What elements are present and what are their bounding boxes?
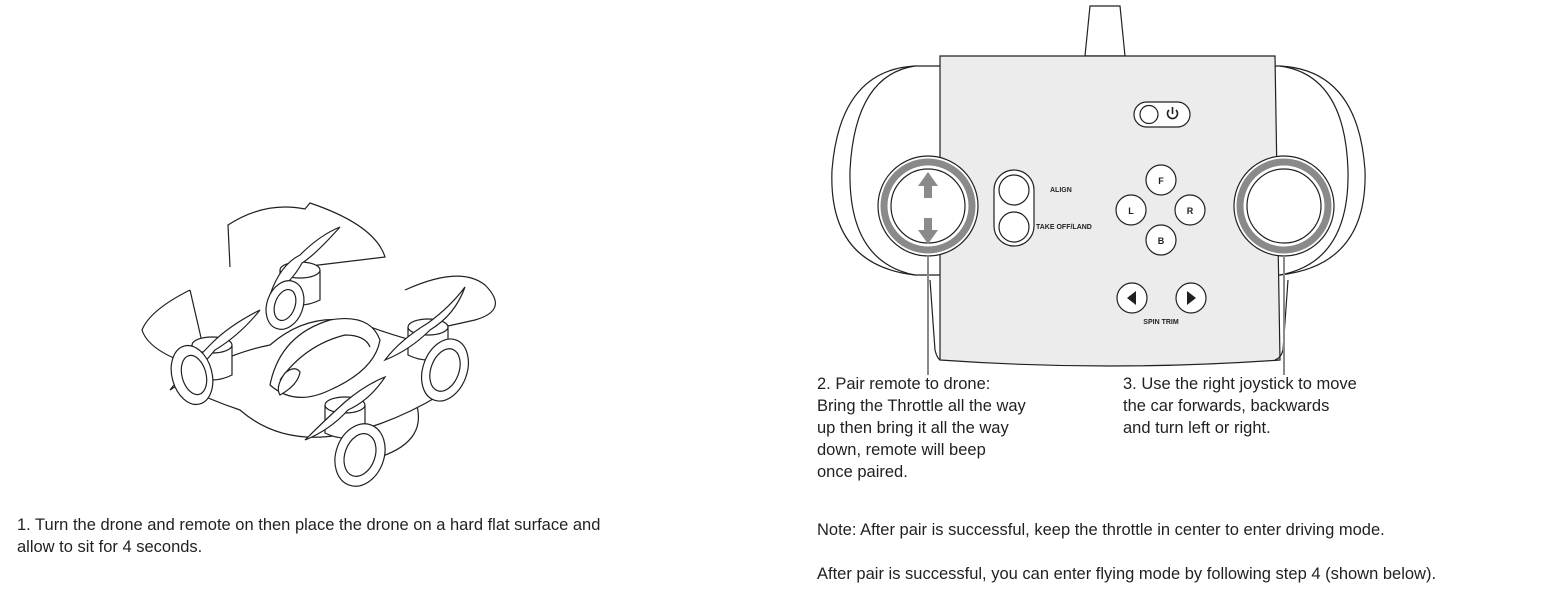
drone-nose-light xyxy=(277,368,301,396)
align-label: ALIGN xyxy=(1050,187,1072,194)
step-3-instruction: 3. Use the right joystick to move the ca… xyxy=(1123,375,1357,437)
prop-guard-right xyxy=(404,275,496,331)
pairing-note-line-1: Note: After pair is successful, keep the… xyxy=(817,521,1385,539)
spin-trim-label: SPIN TRIM xyxy=(1143,319,1179,326)
right-button[interactable]: R xyxy=(1174,194,1206,226)
prop-guard-top xyxy=(227,202,386,268)
back-button[interactable]: B xyxy=(1145,224,1177,256)
right-label: R xyxy=(1187,206,1194,216)
propeller-right xyxy=(383,286,466,362)
throttle-up-arrow-icon xyxy=(918,172,938,198)
wheel-top xyxy=(265,280,305,330)
wheel-left xyxy=(170,344,214,406)
forward-label: F xyxy=(1158,176,1164,186)
takeoff-land-button[interactable] xyxy=(998,211,1030,243)
remote-controller: ALIGN TAKE OFF/LAND F L R B SPIN xyxy=(831,5,1366,375)
step-2-instruction: 2. Pair remote to drone: Bring the Throt… xyxy=(817,375,1026,481)
spin-trim-left-button[interactable] xyxy=(1116,282,1148,314)
throttle-down-arrow-icon xyxy=(918,218,938,244)
left-button[interactable]: L xyxy=(1115,194,1147,226)
direction-pad: F L R B xyxy=(1115,164,1206,256)
takeoff-land-label: TAKE OFF/LAND xyxy=(1036,224,1092,231)
forward-button[interactable]: F xyxy=(1145,164,1177,196)
align-takeoff-button-group: ALIGN TAKE OFF/LAND xyxy=(993,169,1092,247)
spin-trim-controls: SPIN TRIM xyxy=(1116,282,1207,326)
step-1-instruction: 1. Turn the drone and remote on then pla… xyxy=(17,516,601,556)
propeller-bottom xyxy=(304,375,387,441)
pairing-note-line-2: After pair is successful, you can enter … xyxy=(817,565,1437,583)
back-label: B xyxy=(1158,236,1165,246)
wheel-bottom xyxy=(334,423,386,487)
triangle-right-icon xyxy=(1187,291,1196,305)
left-grip xyxy=(849,65,916,276)
right-joystick-drive[interactable] xyxy=(1233,155,1335,257)
drone-illustration xyxy=(141,202,496,487)
left-joystick-throttle[interactable] xyxy=(877,155,979,257)
pairing-note: Note: After pair is successful, keep the… xyxy=(817,497,1537,607)
power-icon xyxy=(1166,107,1179,120)
triangle-left-icon xyxy=(1127,291,1136,305)
antenna xyxy=(1084,5,1126,57)
right-grip xyxy=(1279,65,1349,276)
spin-trim-right-button[interactable] xyxy=(1175,282,1207,314)
align-button[interactable] xyxy=(998,174,1030,206)
power-button[interactable] xyxy=(1133,101,1191,128)
remote-face-plate xyxy=(939,55,1281,367)
left-label: L xyxy=(1128,206,1134,216)
wheel-right xyxy=(421,338,469,402)
propeller-top xyxy=(268,226,341,297)
